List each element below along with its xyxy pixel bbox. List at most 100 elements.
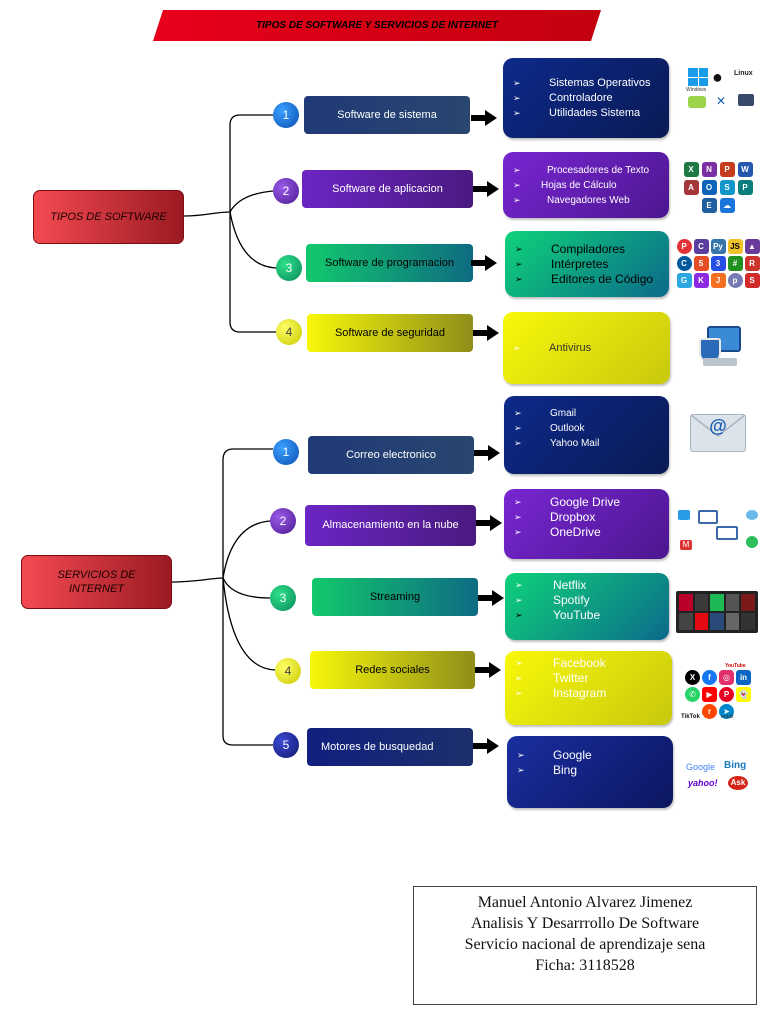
youtube-icon: ▶ bbox=[702, 686, 717, 702]
arrow-right-icon bbox=[476, 515, 502, 531]
pinterest-icon: P bbox=[719, 686, 734, 702]
arrow-right-icon bbox=[471, 110, 497, 126]
drive-icon bbox=[738, 94, 754, 106]
category-software-seguridad: Software de seguridad bbox=[307, 314, 473, 352]
publisher-icon: P bbox=[737, 179, 753, 195]
list-item: ➢Intérpretes bbox=[515, 256, 609, 271]
step-number: 5 bbox=[273, 732, 299, 758]
details-software-programacion: ➢Compiladores ➢Intérpretes ➢Editores de … bbox=[505, 231, 669, 297]
details-motores-busqueda: ➢Google ➢Bing bbox=[507, 736, 673, 808]
author-name: Manuel Antonio Alvarez Jimenez bbox=[477, 894, 693, 911]
list-item: ➢Utilidades Sistema bbox=[513, 106, 641, 119]
root-software: TIPOS DE SOFTWARE bbox=[33, 190, 184, 244]
outlook-icon: O bbox=[701, 179, 717, 195]
list-item: ➢Procesadores de Texto bbox=[513, 164, 650, 176]
program-name: Analisis Y Desarrrollo De Software bbox=[470, 915, 700, 932]
linux-label: Linux bbox=[734, 70, 753, 77]
category-correo: Correo electronico bbox=[308, 436, 474, 474]
language-icon: C bbox=[693, 238, 709, 254]
institution-name: Servicio nacional de aprendizaje sena bbox=[464, 936, 706, 953]
arrow-right-icon bbox=[478, 590, 504, 606]
social-media-logos: X f ◎ in ✆ ▶ P 👻 r ➤ TikTok reddit YouTu… bbox=[677, 663, 759, 720]
excel-icon: X bbox=[683, 161, 699, 177]
list-item: ➢Hojas de Cálculo bbox=[513, 179, 617, 191]
list-item: ➢Antivirus bbox=[513, 341, 592, 354]
list-item: ➢Gmail bbox=[514, 408, 577, 419]
windows-icon bbox=[688, 68, 708, 86]
step-number: 4 bbox=[275, 658, 301, 684]
list-item: ➢Google bbox=[517, 748, 592, 762]
language-icon: ▲ bbox=[744, 238, 760, 254]
programming-logos: P C Py JS ▲ C 5 3 # R G K J p S bbox=[676, 236, 760, 290]
language-icon: K bbox=[693, 272, 709, 288]
computer-icon bbox=[716, 526, 738, 540]
step-number: 2 bbox=[273, 178, 299, 204]
arrow-right-icon bbox=[473, 181, 499, 197]
ask-logo: Ask bbox=[728, 776, 748, 790]
connector-internet-root bbox=[171, 577, 224, 583]
list-item: ➢Controladore bbox=[513, 91, 613, 104]
category-software-programacion: Software de programacion bbox=[306, 244, 473, 282]
list-item: ➢Outlook bbox=[514, 423, 585, 434]
details-streaming: ➢Netflix ➢Spotify ➢YouTube bbox=[505, 573, 669, 640]
category-software-aplicacion: Software de aplicacion bbox=[302, 170, 473, 208]
email-icon: @ bbox=[690, 408, 746, 454]
step-number: 1 bbox=[273, 102, 299, 128]
list-item: ➢Dropbox bbox=[514, 510, 596, 524]
details-correo: ➢Gmail ➢Outlook ➢Yahoo Mail bbox=[504, 396, 669, 474]
youtube-icon bbox=[694, 613, 709, 630]
cpp-icon: C bbox=[676, 255, 692, 271]
search-engine-logos: Google Bing yahoo! Ask bbox=[684, 758, 756, 792]
list-item: ➢Twitter bbox=[515, 671, 589, 685]
spotify-icon bbox=[710, 594, 724, 611]
step-number: 1 bbox=[273, 439, 299, 465]
step-number: 2 bbox=[270, 508, 296, 534]
access-icon: A bbox=[683, 179, 699, 195]
evernote-icon bbox=[746, 536, 758, 548]
java-icon: J bbox=[710, 272, 726, 288]
arrow-right-icon bbox=[473, 738, 499, 754]
details-redes-sociales: ➢Facebook ➢Twitter ➢Instagram bbox=[505, 651, 672, 725]
details-software-aplicacion: ➢Procesadores de Texto ➢Hojas de Cálculo… bbox=[503, 152, 669, 218]
arrow-right-icon bbox=[474, 445, 500, 461]
youtube-label: YouTube bbox=[725, 663, 746, 669]
bing-logo: Bing bbox=[724, 760, 747, 771]
gmail-icon: M bbox=[680, 540, 692, 550]
html-icon: 5 bbox=[693, 255, 709, 271]
category-software-sistema: Software de sistema bbox=[304, 96, 470, 134]
category-redes-sociales: Redes sociales bbox=[310, 651, 475, 689]
windows-label: Windows bbox=[686, 87, 707, 93]
reddit-icon: r bbox=[702, 703, 717, 719]
instagram-icon: ◎ bbox=[719, 669, 734, 685]
list-item: ➢Sistemas Operativos bbox=[513, 76, 651, 89]
list-item: ➢Netflix bbox=[515, 578, 587, 592]
language-icon: P bbox=[676, 238, 692, 254]
reddit-label: reddit bbox=[721, 714, 734, 720]
category-streaming: Streaming bbox=[312, 578, 478, 616]
list-item: ➢Compiladores bbox=[515, 241, 626, 256]
details-software-seguridad: ➢Antivirus bbox=[503, 312, 670, 384]
snapchat-icon: 👻 bbox=[736, 686, 751, 702]
dropbox-icon bbox=[678, 510, 690, 520]
apple-icon: ● bbox=[712, 67, 723, 87]
telegram-icon: ➤ bbox=[719, 703, 734, 719]
language-icon: S bbox=[744, 272, 760, 288]
connector-software-root bbox=[183, 211, 231, 217]
root-internet: SERVICIOS DE INTERNET bbox=[21, 555, 172, 609]
language-icon: # bbox=[727, 255, 743, 271]
facebook-icon: f bbox=[702, 669, 717, 685]
yahoo-logo: yahoo! bbox=[688, 778, 718, 788]
antivirus-icon bbox=[693, 326, 745, 372]
onedrive-icon: ☁ bbox=[719, 197, 735, 213]
onenote-icon: N bbox=[701, 161, 717, 177]
ruby-icon: R bbox=[744, 255, 760, 271]
arrow-right-icon bbox=[471, 255, 497, 271]
skype-icon: S bbox=[719, 179, 735, 195]
step-number: 3 bbox=[270, 585, 296, 611]
author-credits: Manuel Antonio Alvarez Jimenez Analisis … bbox=[413, 886, 757, 1005]
list-item: ➢OneDrive bbox=[514, 525, 601, 539]
details-software-sistema: ➢Sistemas Operativos ➢Controladore ➢Util… bbox=[503, 58, 669, 138]
details-almacenamiento: ➢Google Drive ➢Dropbox ➢OneDrive bbox=[504, 489, 669, 559]
whatsapp-icon: ✆ bbox=[685, 686, 700, 702]
list-item: ➢Navegadores Web bbox=[513, 194, 630, 206]
